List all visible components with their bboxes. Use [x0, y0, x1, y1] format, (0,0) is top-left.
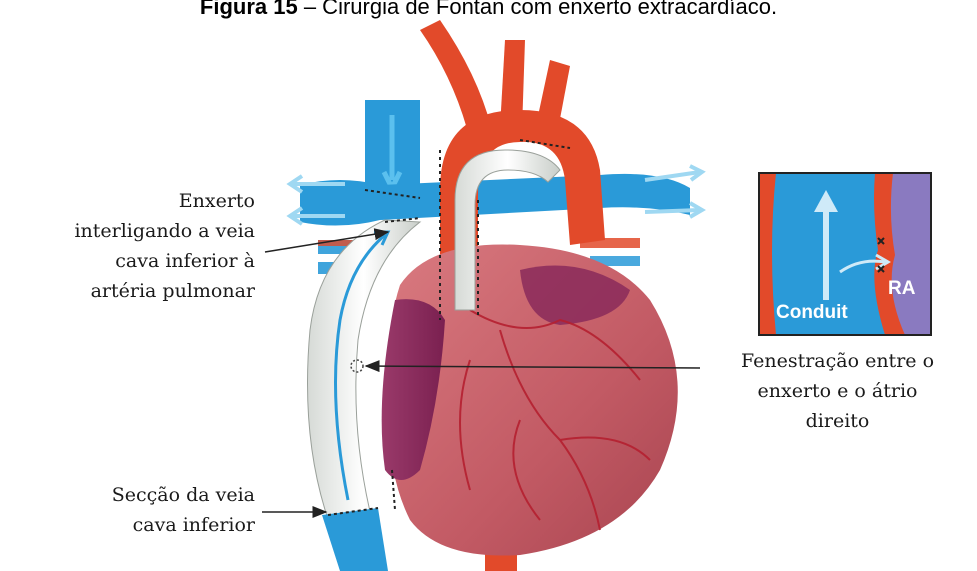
graft-label: Enxerto interligando a veia cava inferio…	[10, 186, 255, 306]
fenestration-label-line-2: enxerto e o átrio	[700, 376, 975, 406]
graft-label-line-3: cava inferior à	[10, 246, 255, 276]
graft-label-line-4: artéria pulmonar	[10, 276, 255, 306]
graft-label-line-2: interligando a veia	[10, 216, 255, 246]
ivc-section-label-line-2: cava inferior	[40, 510, 255, 540]
conduit-inset: Conduit RA	[759, 173, 931, 335]
ivc-section-label: Secção da veia cava inferior	[40, 480, 255, 540]
ivc-section-label-line-1: Secção da veia	[40, 480, 255, 510]
fenestration-label-line-1: Fenestração entre o	[700, 346, 975, 376]
graft-label-line-1: Enxerto	[10, 186, 255, 216]
pulmonary-artery	[300, 174, 690, 226]
inferior-vena-cava	[322, 508, 388, 571]
inset-ra-label: RA	[888, 278, 916, 299]
fenestration-label: Fenestração entre o enxerto e o átrio di…	[700, 346, 975, 436]
inset-conduit-label: Conduit	[776, 302, 848, 323]
fenestration-label-line-3: direito	[700, 406, 975, 436]
